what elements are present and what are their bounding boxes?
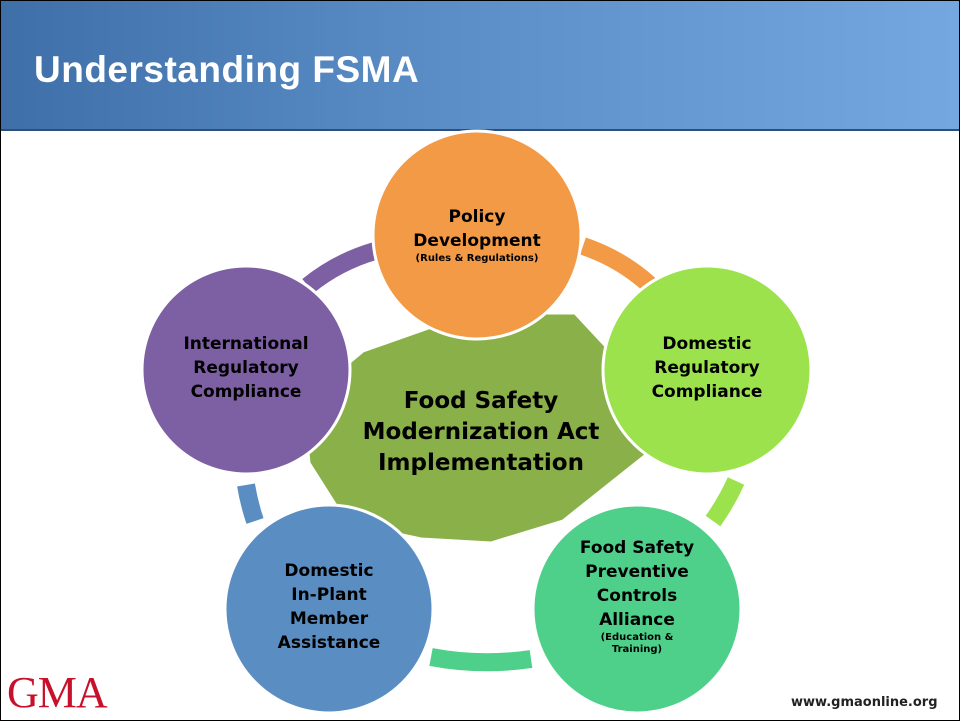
node-fspca-line: Alliance: [599, 610, 675, 630]
node-in-plant-line: Domestic: [284, 561, 374, 581]
center-label: Food Safety Modernization Act Implementa…: [346, 386, 616, 479]
node-fspca-line: Food Safety: [579, 538, 695, 558]
slide-title: Understanding FSMA: [34, 49, 420, 90]
node-in-plant-circle: [223, 503, 435, 715]
footer-url[interactable]: www.gmaonline.org: [791, 695, 938, 710]
node-policy-line: Development: [413, 231, 541, 251]
node-fspca-circle: [531, 503, 743, 715]
center-line: Modernization Act: [362, 419, 600, 445]
node-fspca-label: Food Safety Preventive Controls Alliance…: [557, 536, 717, 656]
node-policy-label: Policy Development (Rules & Regulations): [397, 205, 557, 265]
ring-arc-policy-to-domestic: [579, 237, 660, 295]
node-in-plant-line: In-Plant: [291, 585, 367, 605]
node-fspca-line: Preventive: [585, 562, 689, 582]
node-international-label: International Regulatory Compliance: [166, 332, 326, 404]
center-line: Food Safety: [403, 388, 559, 414]
node-fspca-subtext: (Education &: [600, 632, 674, 643]
node-domestic-regulatory-label: Domestic Regulatory Compliance: [627, 332, 787, 404]
ring-arc-international-to-policy: [302, 242, 378, 294]
node-policy-line: Policy: [448, 207, 506, 227]
node-domestic-regulatory-line: Domestic: [662, 334, 752, 354]
node-domestic-regulatory-circle: [601, 264, 813, 476]
ring-arc-inplant-to-international: [237, 483, 264, 524]
node-domestic-regulatory-line: Compliance: [651, 382, 763, 402]
title-bar: Understanding FSMA: [1, 1, 959, 131]
node-international-line: International: [183, 334, 309, 354]
gma-logo: GMA: [7, 668, 108, 717]
node-in-plant-line: Member: [289, 609, 369, 629]
node-in-plant-label: Domestic In-Plant Member Assistance: [249, 559, 409, 655]
node-policy-circle: [371, 129, 583, 341]
node-fspca-line: Controls: [596, 586, 678, 606]
ring-arc-fspca-to-inplant: [429, 648, 533, 672]
center-line: Implementation: [378, 450, 584, 476]
ring-arc-domestic-to-fspca: [705, 477, 745, 527]
node-domestic-regulatory-line: Regulatory: [654, 358, 760, 378]
node-policy-subtext: (Rules & Regulations): [415, 253, 539, 264]
node-international-line: Regulatory: [193, 358, 299, 378]
node-fspca-subtext: Training): [611, 644, 663, 655]
node-international-circle: [140, 264, 352, 476]
node-in-plant-line: Assistance: [277, 633, 381, 653]
node-international-line: Compliance: [190, 382, 302, 402]
